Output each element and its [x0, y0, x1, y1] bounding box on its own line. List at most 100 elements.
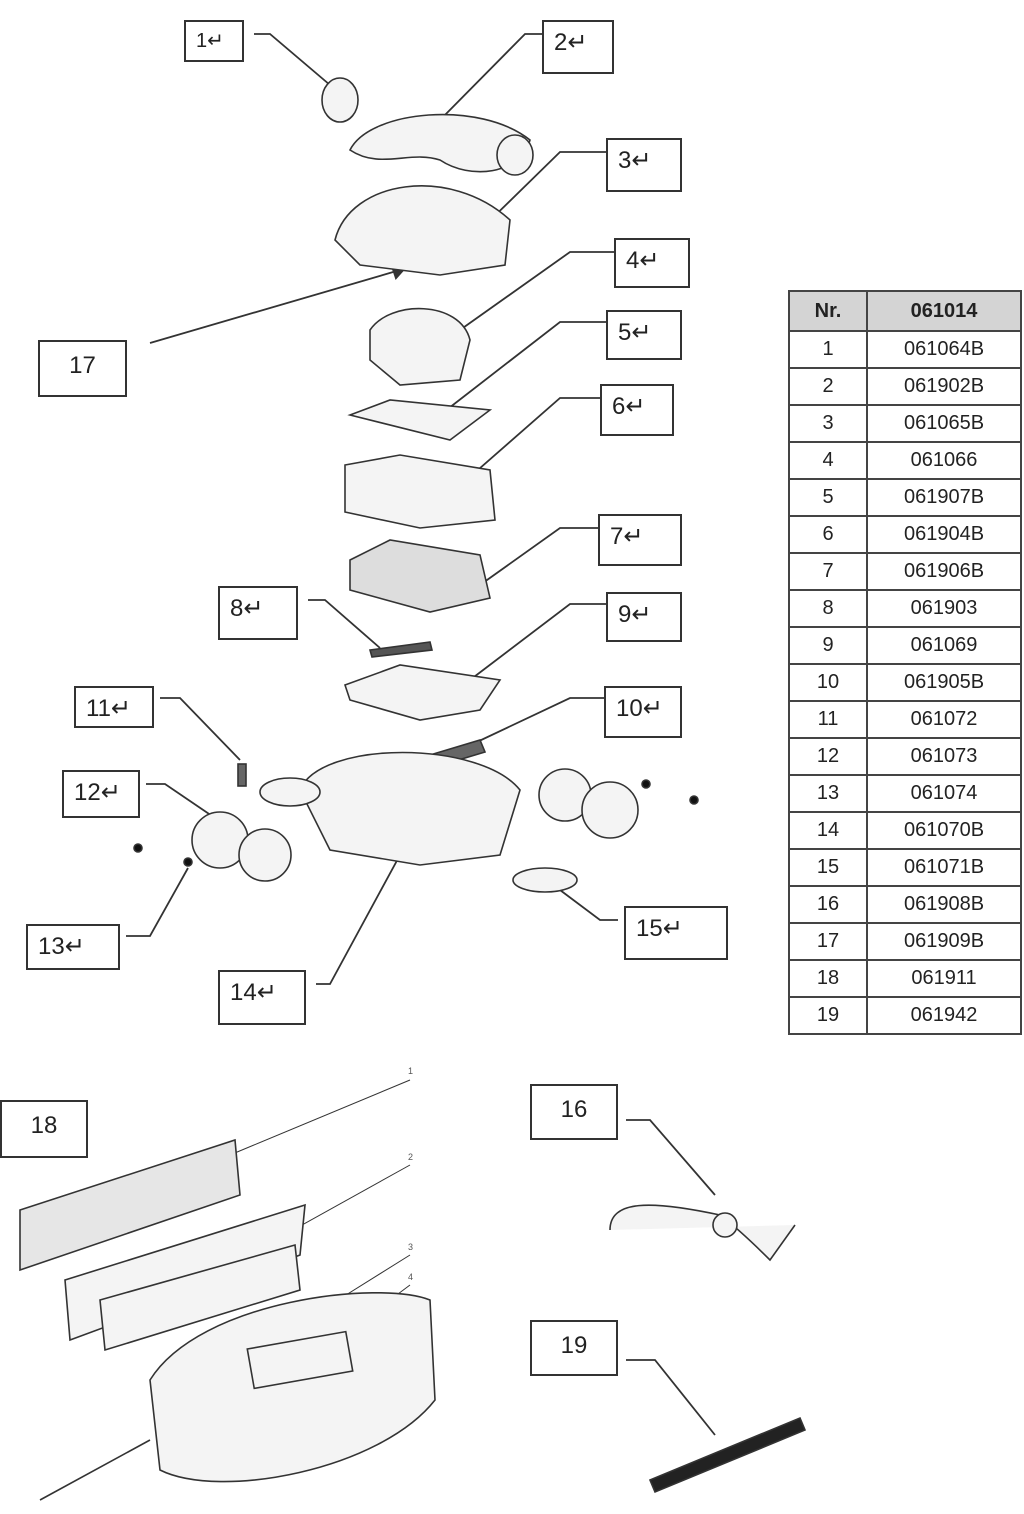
callout-5: 5↵: [606, 310, 682, 360]
part-15-handle-grip: [512, 867, 578, 893]
callout-18: 18: [0, 1100, 88, 1158]
cell-part-number: 061072: [866, 700, 1022, 739]
header-nr: Nr.: [788, 290, 868, 332]
leader-line-3: [469, 151, 606, 241]
cell-part-number: 061904B: [866, 515, 1022, 554]
part-8-clip: [368, 641, 433, 658]
cell-nr: 16: [788, 885, 868, 924]
leader-line-9: [469, 603, 606, 681]
part-5-filter-frame: [347, 399, 493, 441]
part-7-filter-cage: [349, 539, 491, 613]
leader-lines: [126, 33, 716, 1436]
leader-line-15: [559, 889, 618, 921]
cell-part-number: 061069: [866, 626, 1022, 665]
part-2-port: [496, 134, 534, 176]
cell-nr: 13: [788, 774, 868, 813]
sub-label-3: 3: [408, 1242, 414, 1252]
callout-19: 19: [530, 1320, 618, 1376]
leader-line-7: [479, 527, 598, 586]
cell-part-number: 061903: [866, 589, 1022, 628]
callout-9: 9↵: [606, 592, 682, 642]
callout-14: 14↵: [218, 970, 306, 1025]
part-18-power-supply: [149, 1292, 436, 1483]
leader-line-14: [316, 854, 401, 985]
cell-nr: 8: [788, 589, 868, 628]
part-12-wheel-b: [238, 828, 292, 882]
cell-nr: 3: [788, 404, 868, 443]
callout-1: 1↵: [184, 20, 244, 62]
part-16-coil: [712, 1212, 738, 1238]
part-19-brush-strip: [648, 1416, 807, 1494]
callout-2: 2↵: [542, 20, 614, 74]
part-3-top-cover: [334, 185, 511, 276]
part-4-motor: [369, 307, 471, 386]
callout-15: 15↵: [624, 906, 728, 960]
cell-part-number: 061906B: [866, 552, 1022, 591]
cell-nr: 17: [788, 922, 868, 961]
leader-line-13: [126, 867, 189, 937]
cell-nr: 5: [788, 478, 868, 517]
callout-7: 7↵: [598, 514, 682, 566]
cell-nr: 11: [788, 700, 868, 739]
leader-line-17: [149, 269, 401, 344]
leader-line-2: [439, 33, 542, 121]
table-header-row: Nr. 061014: [788, 290, 1022, 332]
sub-label-4: 4: [408, 1272, 414, 1282]
callout-12: 12↵: [62, 770, 140, 818]
cell-nr: 2: [788, 367, 868, 406]
cell-part-number: 061909B: [866, 922, 1022, 961]
cell-nr: 7: [788, 552, 868, 591]
cell-part-number: 061073: [866, 737, 1022, 776]
leader-line-1: [254, 33, 331, 86]
cell-part-number: 061902B: [866, 367, 1022, 406]
cell-nr: 4: [788, 441, 868, 480]
callout-13: 13↵: [26, 924, 120, 970]
callout-11: 11↵: [74, 686, 154, 728]
leader-line-16: [626, 1119, 716, 1196]
leader-line-12: [146, 783, 216, 819]
leader-line-11: [160, 697, 241, 761]
callout-17: 17: [38, 340, 127, 397]
part-13-screw-c: [641, 779, 651, 789]
callout-4: 4↵: [614, 238, 690, 288]
part-9-bottom-tray: [343, 664, 502, 721]
leader-line-6: [454, 397, 600, 491]
part-11-tab: [237, 763, 247, 787]
leader-line-19: [626, 1359, 716, 1436]
cell-part-number: 061905B: [866, 663, 1022, 702]
cell-part-number: 061074: [866, 774, 1022, 813]
cell-nr: 18: [788, 959, 868, 998]
part-13-screw-d: [689, 795, 699, 805]
cell-nr: 15: [788, 848, 868, 887]
part-12-wheel-d: [581, 781, 639, 839]
part-1-nozzle: [321, 77, 359, 123]
callout-16: 16: [530, 1084, 618, 1140]
part-18-cable: [39, 1439, 151, 1501]
part-18-filter-sheet-b: [99, 1243, 301, 1352]
cell-nr: 14: [788, 811, 868, 850]
leader-line-5: [439, 321, 606, 416]
sub-label-2: 2: [408, 1152, 414, 1162]
cell-part-number: 061065B: [866, 404, 1022, 443]
cell-nr: 6: [788, 515, 868, 554]
cell-part-number: 061907B: [866, 478, 1022, 517]
cell-part-number: 061070B: [866, 811, 1022, 850]
cell-part-number: 061066: [866, 441, 1022, 480]
cell-part-number: 061908B: [866, 885, 1022, 924]
header-model: 061014: [866, 290, 1022, 332]
